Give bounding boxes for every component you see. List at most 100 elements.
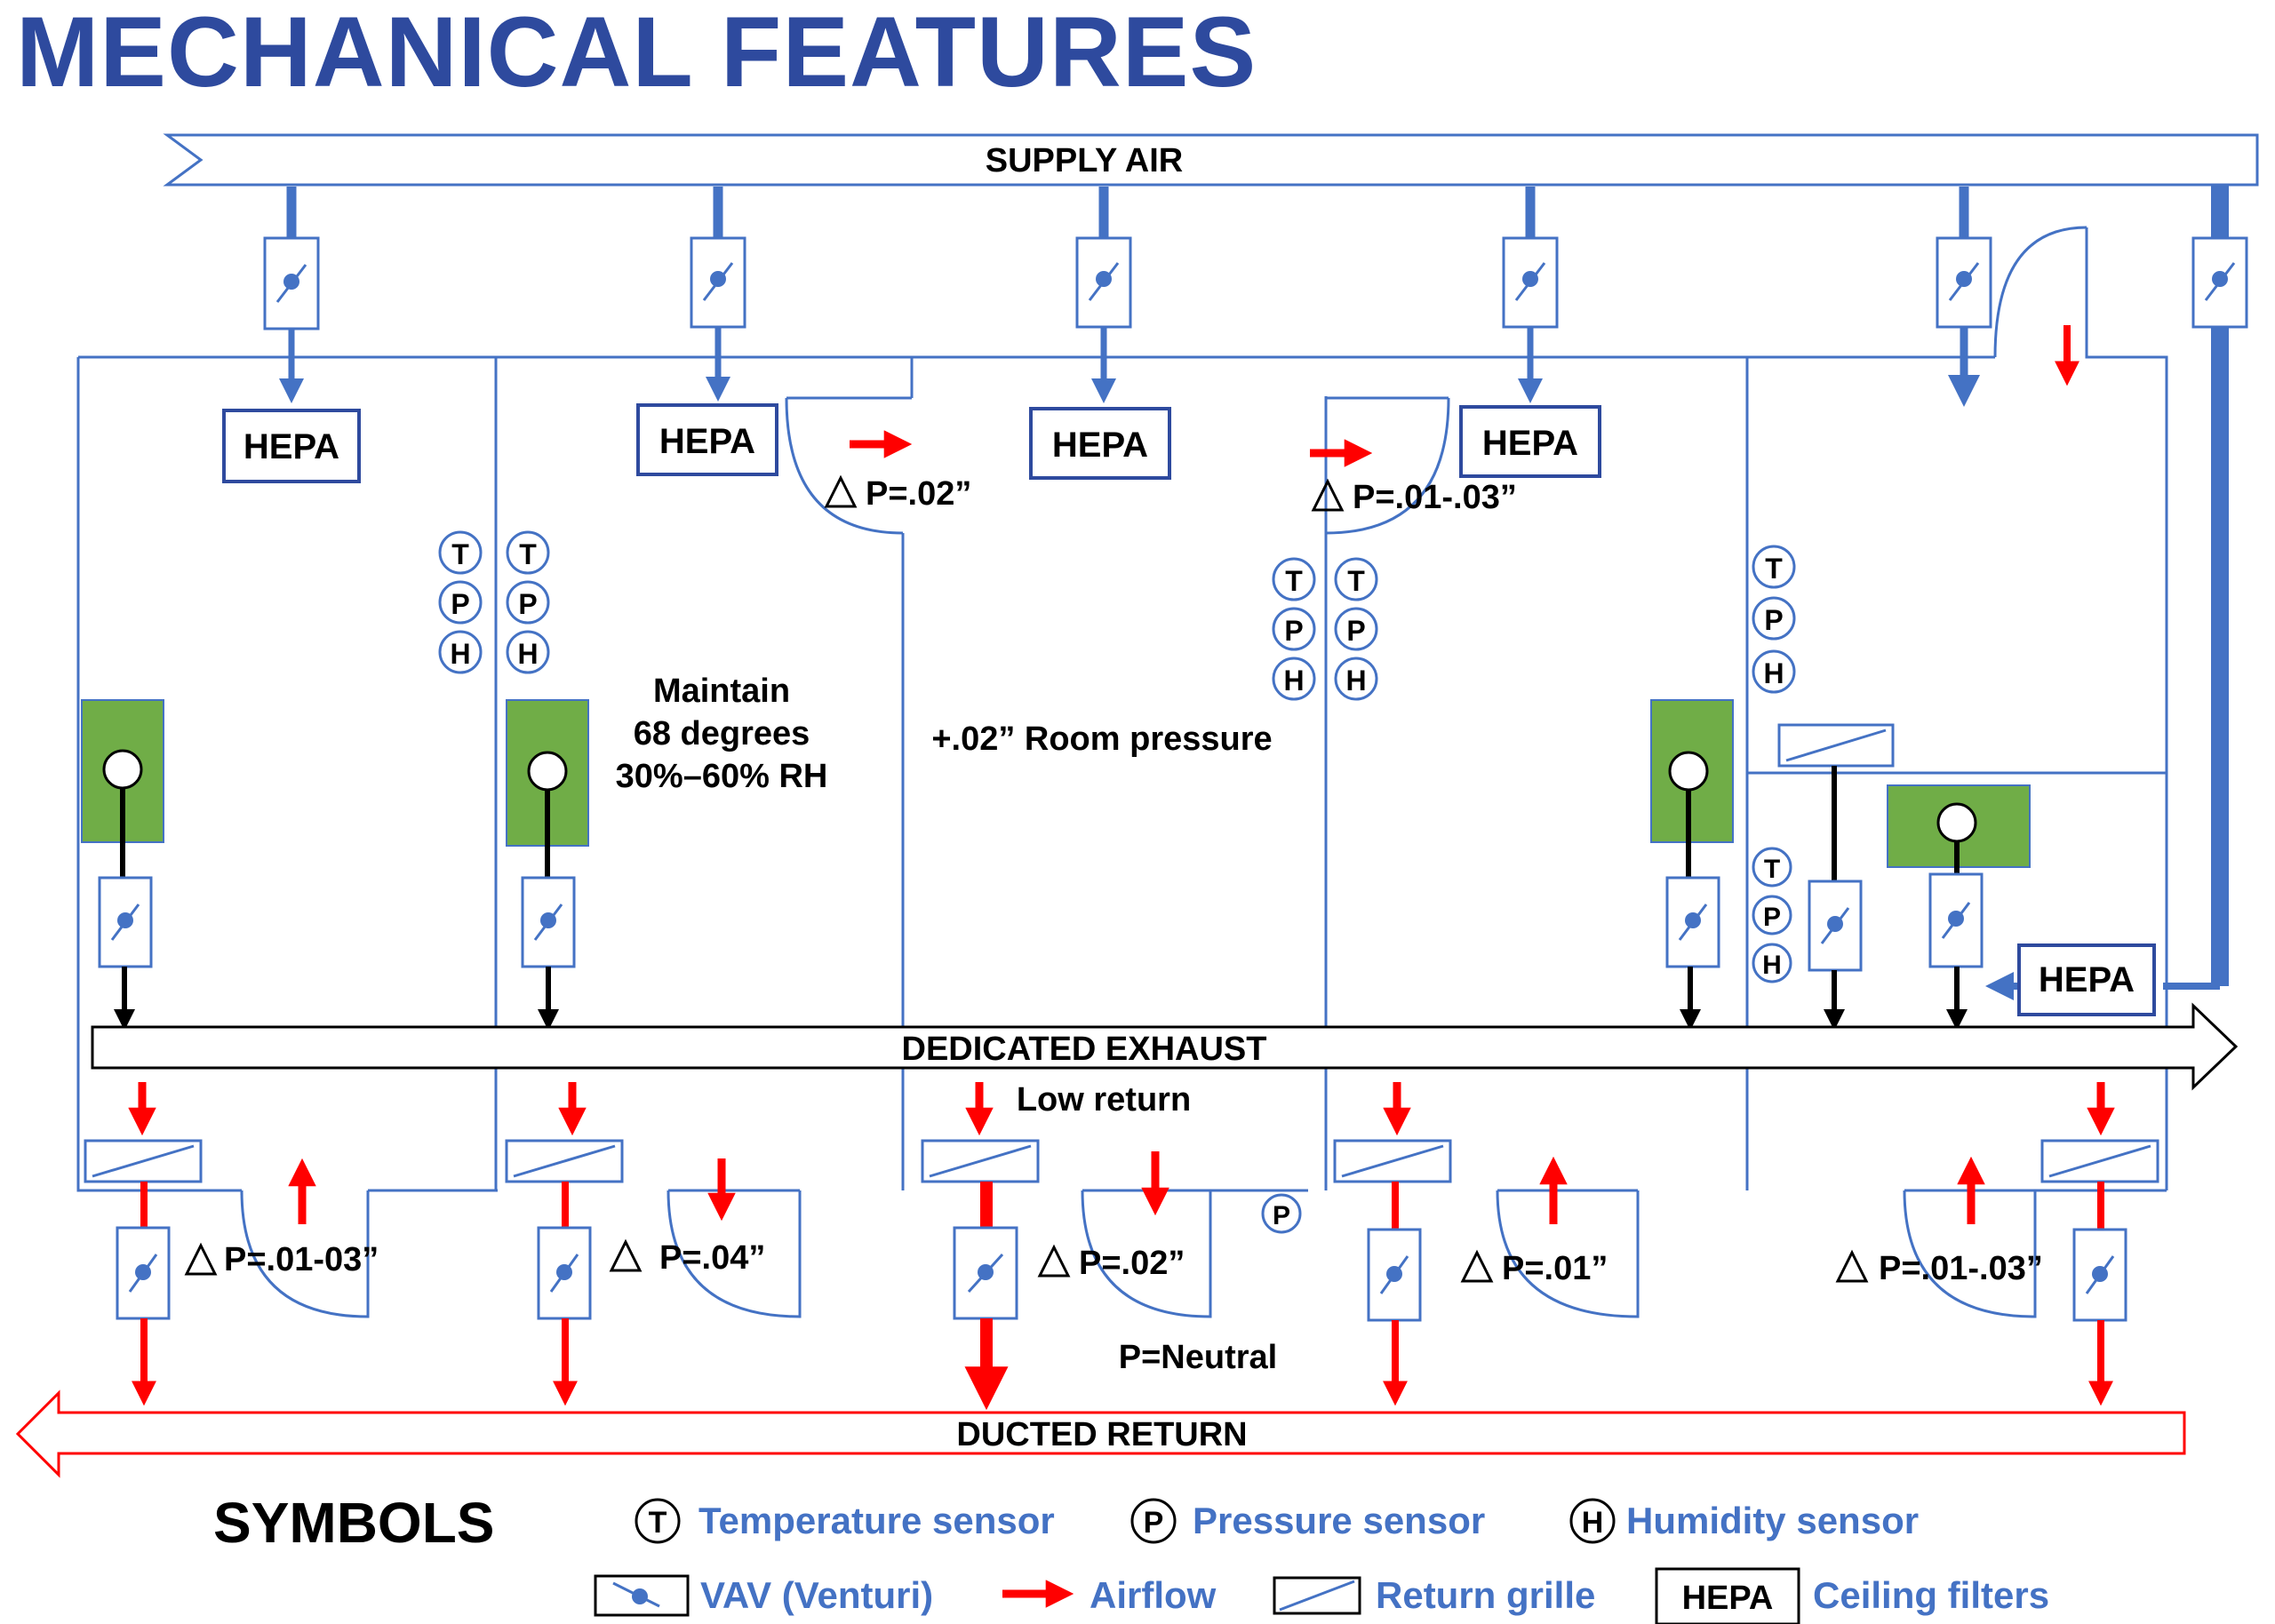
supply-riser-hepa — [1985, 185, 2248, 1000]
svg-text:T: T — [1285, 565, 1303, 597]
p-neutral-label: P=Neutral — [1119, 1339, 1277, 1376]
exhaust-unit-5 — [1887, 784, 2031, 1031]
hepa-box-2: HEPA — [636, 403, 778, 476]
humidity-sensor-icon — [1569, 1498, 1616, 1544]
dedicated-exhaust-label: DEDICATED EXHAUST — [902, 1031, 1267, 1068]
pressure-sensor-icon — [1752, 596, 1796, 641]
ducted-return-label: DUCTED RETURN — [956, 1416, 1247, 1453]
svg-text:P=.04”: P=.04” — [659, 1239, 765, 1277]
return-grille-icon — [84, 1139, 203, 1183]
exhaust-units — [81, 699, 2031, 1031]
svg-text:HEPA: HEPA — [1682, 1580, 1774, 1617]
return-path — [84, 1082, 2159, 1411]
svg-text:H: H — [1345, 665, 1366, 697]
svg-text:T: T — [519, 538, 537, 570]
hepa-label: HEPA — [1052, 426, 1148, 465]
svg-text:P=.01-03”: P=.01-03” — [224, 1241, 379, 1278]
svg-text:H: H — [450, 638, 470, 670]
room-walls — [76, 226, 2168, 1318]
delta-icon — [609, 1238, 643, 1272]
hepa-box-1: HEPA — [222, 409, 361, 483]
sensor-group: T P H — [506, 530, 550, 674]
supply-drop-4 — [1502, 187, 1559, 403]
sensor-group: T P H — [438, 530, 483, 674]
lower-pressure-labels: P=.01-03” P=.04” P=.02” P=.01” P=.01-.03… — [184, 1238, 2043, 1376]
return-grille-icon — [1273, 1576, 1361, 1615]
hepa-filters: HEPA HEPA HEPA HEPA HEPA — [222, 403, 2156, 1016]
pressure-sensor-icon — [1130, 1498, 1177, 1544]
sensor-group: T P H — [1334, 557, 1378, 701]
temperature-sensor-icon — [506, 530, 550, 575]
svg-text:T: T — [1764, 855, 1780, 884]
pressure-label: P=.02” — [866, 475, 971, 513]
supply-drop-5 — [1936, 187, 1992, 407]
return-grille-icon — [1333, 1139, 1452, 1183]
room-annotations: Maintain 68 degrees 30%–60% RH +.02” Roo… — [616, 673, 1273, 795]
room-pressure-label: +.02” Room pressure — [931, 720, 1272, 758]
svg-text:T: T — [1765, 553, 1783, 585]
hepa-legend-box — [1655, 1567, 1800, 1624]
vav-icon — [537, 1226, 592, 1320]
supply-air-duct: SUPPLY AIR — [163, 133, 2259, 187]
svg-text:P: P — [1346, 615, 1365, 647]
hepa-label: HEPA — [1482, 424, 1578, 463]
hepa-box-4: HEPA — [1459, 405, 1601, 478]
sensor-clusters: T P H T P H T P H T P H — [438, 530, 1796, 1234]
sensor-group: P — [1261, 1193, 1302, 1234]
delta-icon — [1037, 1244, 1071, 1278]
legend-airflow: Airflow — [1090, 1574, 1217, 1616]
delta-icon — [824, 474, 858, 508]
hepa-label: HEPA — [659, 422, 755, 461]
maintain-line-1: Maintain — [653, 673, 790, 710]
supply-drop-2 — [690, 187, 746, 402]
exhaust-unit-4 — [1777, 723, 1895, 1031]
svg-text:P: P — [1144, 1506, 1164, 1540]
delta-icon — [1835, 1249, 1869, 1283]
symbols-legend: SYMBOLS T Temperature sensor P Pressure … — [213, 1491, 2049, 1624]
legend-heading: SYMBOLS — [213, 1491, 494, 1555]
svg-text:H: H — [517, 638, 538, 670]
temperature-sensor-icon — [1752, 545, 1796, 589]
pressure-sensor-icon — [1261, 1193, 1302, 1234]
svg-text:P=.02”: P=.02” — [1079, 1245, 1185, 1282]
vav-icon — [2072, 1228, 2127, 1322]
pressure-sensor-icon — [1752, 895, 1792, 935]
supply-drop-3 — [1075, 187, 1132, 403]
svg-text:H: H — [1763, 657, 1784, 689]
temperature-sensor-icon — [438, 530, 483, 575]
pressure-sensor-icon — [438, 580, 483, 625]
legend-temperature: Temperature sensor — [698, 1500, 1055, 1541]
supply-drops — [263, 185, 2248, 1000]
svg-text:P: P — [518, 588, 537, 620]
low-return-label: Low return — [1017, 1081, 1191, 1118]
svg-text:H: H — [1582, 1506, 1604, 1540]
sensor-group: T P H — [1272, 557, 1316, 701]
svg-text:P: P — [1284, 615, 1303, 647]
maintain-line-2: 68 degrees — [634, 715, 810, 752]
legend-humidity: Humidity sensor — [1626, 1500, 1919, 1541]
upper-pressure-labels: P=.02” P=.01-.03” — [824, 474, 1517, 516]
svg-text:T: T — [1347, 565, 1365, 597]
pressure-label: P=.01-.03” — [1353, 479, 1517, 516]
legend-vav: VAV (Venturi) — [700, 1574, 933, 1616]
hepa-box-5: HEPA — [2017, 943, 2156, 1016]
sensor-group: T P H — [1752, 847, 1792, 983]
ducted-return-duct: DUCTED RETURN — [15, 1389, 2186, 1478]
pressure-sensor-icon — [1272, 607, 1316, 651]
humidity-sensor-icon — [1334, 657, 1378, 701]
return-grille-icon — [2040, 1139, 2159, 1183]
svg-text:H: H — [1762, 951, 1782, 980]
svg-text:P: P — [1763, 903, 1781, 932]
return-grille-icon — [921, 1139, 1040, 1183]
svg-text:P=.01”: P=.01” — [1502, 1250, 1608, 1287]
svg-text:P: P — [1273, 1201, 1290, 1230]
upper-airflow-arrows — [850, 325, 2079, 467]
maintain-line-3: 30%–60% RH — [616, 758, 828, 795]
legend-pressure: Pressure sensor — [1193, 1500, 1485, 1541]
svg-text:P: P — [451, 588, 469, 620]
temperature-sensor-icon — [1752, 847, 1792, 888]
svg-text:P=.01-.03”: P=.01-.03” — [1879, 1250, 2043, 1287]
legend-grille: Return grille — [1376, 1574, 1595, 1616]
humidity-sensor-icon — [438, 630, 483, 674]
supply-drop-1 — [263, 187, 320, 403]
